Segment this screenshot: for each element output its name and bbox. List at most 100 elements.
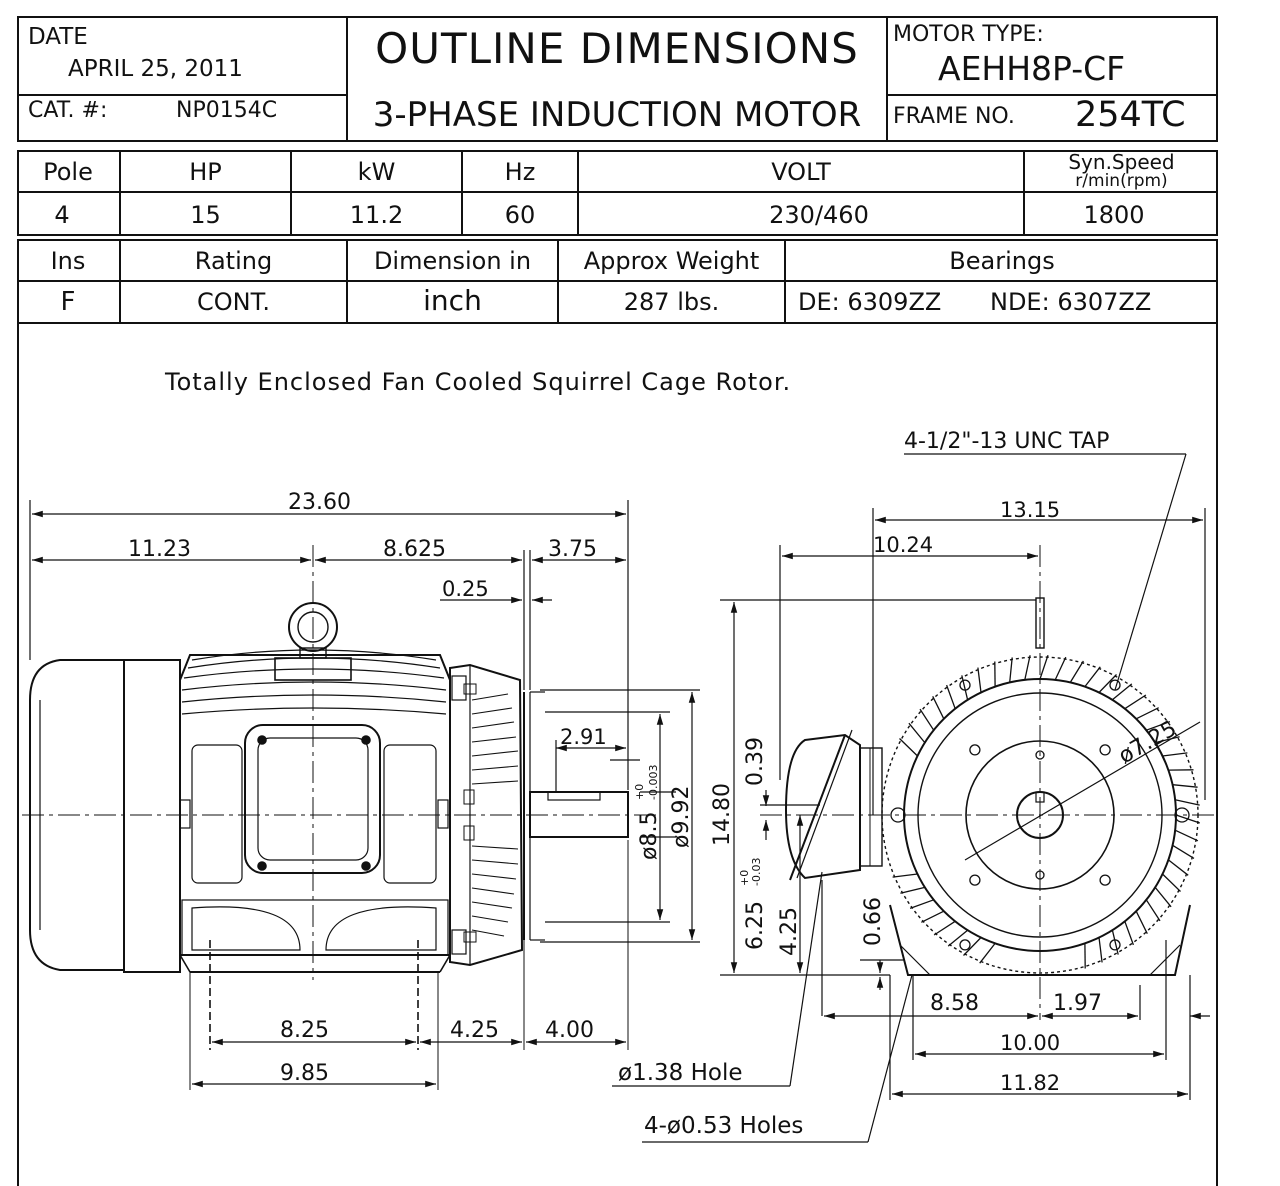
fan-cover	[29, 659, 125, 971]
frame-bolt	[959, 679, 971, 691]
conduit-box	[244, 724, 381, 874]
cooling-fin	[963, 937, 982, 956]
value-dimension: inch	[423, 284, 482, 317]
cat-value: NP0154C	[176, 98, 278, 123]
cooling-fin	[1069, 660, 1084, 683]
cooling-fin	[1098, 674, 1117, 693]
spec1-col-divider	[1023, 150, 1025, 236]
cooling-fin	[919, 708, 935, 731]
header-volt: VOLT	[771, 158, 831, 186]
dim-shaft-height-tol-plus: +0	[738, 870, 751, 886]
dim-half-width: 10.24	[873, 533, 933, 557]
label-tap: 4-1/2"-13 UNC TAP	[904, 429, 1109, 454]
dim-middle-length: 8.625	[383, 537, 446, 562]
cooling-fin	[1146, 720, 1171, 731]
spec2-row-divider	[17, 280, 1218, 282]
cooling-fin	[1154, 886, 1172, 908]
cooling-fin	[1174, 799, 1200, 806]
spec2-col-divider	[119, 239, 121, 324]
header-pole: Pole	[43, 158, 93, 186]
dim-overall-height: 14.80	[710, 783, 735, 846]
dim-conduit-height: 4.25	[777, 907, 802, 956]
center-hole	[1035, 870, 1045, 880]
header-rpm: r/min(rpm)	[1075, 171, 1168, 191]
value-pole: 4	[54, 201, 70, 229]
value-volt: 230/460	[769, 201, 869, 229]
side-view	[22, 545, 660, 1090]
dim-foot-holes: 10.00	[1000, 1031, 1060, 1055]
lifting-boss	[1174, 807, 1190, 823]
header-rating: Rating	[194, 247, 273, 275]
cooling-fin	[1145, 899, 1161, 922]
tap-hole	[1099, 874, 1111, 886]
motor-type-value: AEHH8P-CF	[938, 49, 1126, 88]
spec2-col-divider	[346, 239, 348, 324]
cooling-fin	[908, 722, 926, 744]
cat-label: CAT. #:	[28, 98, 108, 123]
dim-shaft-diameter: ø8.5	[637, 812, 662, 860]
spec1-col-divider	[290, 150, 292, 236]
spec1-row-divider	[17, 191, 1218, 193]
title-divider-v2	[886, 16, 888, 142]
cooling-fin	[900, 886, 925, 894]
dim-foot-edge: 1.97	[1053, 991, 1102, 1016]
dim-foot-spacing: 8.25	[280, 1018, 329, 1043]
dim-bolt-circle: ø7.25	[1115, 716, 1182, 769]
spec1-col-divider	[461, 150, 463, 236]
frame-bolt	[1109, 939, 1121, 951]
cooling-fin	[909, 899, 934, 910]
cooling-fin	[1135, 707, 1159, 720]
cooling-fin	[1124, 921, 1135, 946]
dim-foot-to-shoulder: 4.25	[450, 1018, 499, 1043]
motor-type-label: MOTOR TYPE:	[893, 22, 1044, 47]
dim-left-length: 11.23	[128, 537, 191, 562]
value-bearing-nde: NDE: 6307ZZ	[990, 288, 1152, 316]
date-value: APRIL 25, 2011	[68, 56, 243, 82]
cooling-fin	[933, 920, 956, 936]
value-ins: F	[60, 287, 76, 317]
drawing-subtitle: 3-PHASE INDUCTION MOTOR	[372, 95, 862, 135]
cooling-fin	[1084, 666, 1101, 687]
dim-overall-length: 23.60	[288, 490, 351, 515]
cooling-fin	[1054, 656, 1067, 681]
frame-bolt	[1109, 679, 1121, 691]
dim-key-offset: 0.39	[743, 737, 768, 786]
dim-overall-width: 13.15	[1000, 498, 1060, 522]
dim-shaft-shoulder: 0.25	[442, 577, 489, 601]
tap-hole	[1099, 744, 1111, 756]
cooling-fin	[945, 684, 956, 709]
frame-outline	[881, 656, 1199, 974]
header-dimension: Dimension in	[373, 247, 532, 275]
cooling-fin	[1168, 859, 1189, 876]
cooling-fin	[1162, 873, 1181, 892]
dim-foot-width: 11.82	[1000, 1071, 1060, 1095]
cooling-fin	[947, 929, 969, 947]
cooling-fin	[1124, 694, 1147, 710]
cooling-fin	[921, 910, 945, 923]
value-kw: 11.2	[349, 201, 404, 229]
title-divider-h-left	[17, 94, 347, 96]
header-syn-speed: Syn.Speed	[1068, 150, 1175, 174]
spec2-col-divider	[557, 239, 559, 324]
motor-frame	[179, 654, 451, 956]
value-hz: 60	[504, 201, 536, 229]
title-block	[17, 16, 1218, 142]
feet	[889, 904, 1191, 976]
drawing-frame-right	[1216, 324, 1218, 1186]
frame-value: 254TC	[1075, 95, 1186, 135]
cooling-fin	[977, 667, 982, 693]
cooling-fin	[979, 943, 996, 964]
title-divider-h-right	[886, 94, 1218, 96]
frame-label: FRAME NO.	[893, 104, 1015, 129]
spec1-col-divider	[577, 150, 579, 236]
cooling-fin	[1111, 930, 1119, 955]
tap-hole	[969, 744, 981, 756]
date-label: DATE	[28, 24, 88, 50]
value-bearing-de: DE: 6309ZZ	[798, 288, 942, 316]
frame-bolt	[959, 939, 971, 951]
cooling-fin	[961, 675, 969, 700]
cooling-fin	[1009, 657, 1013, 683]
dim-shaft-height-tol-minus: -0.03	[750, 858, 763, 886]
spec1-col-divider	[119, 150, 121, 236]
